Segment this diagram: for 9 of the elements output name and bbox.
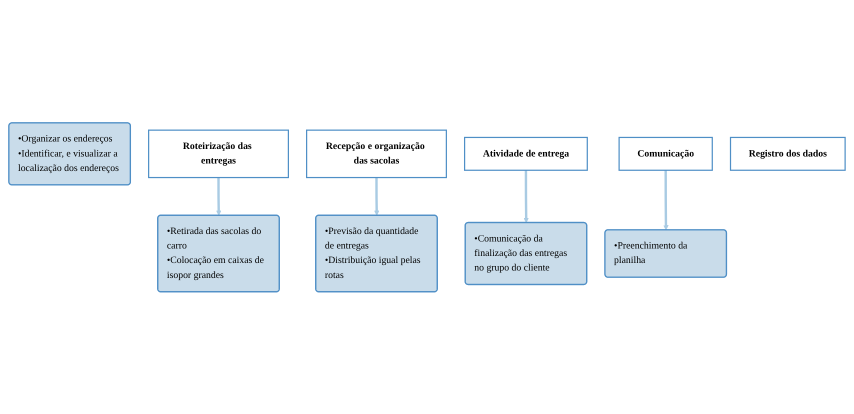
- arrow: [524, 170, 529, 223]
- arrow: [216, 177, 222, 216]
- node-box: Registro dos dados: [730, 136, 846, 171]
- node-box: Atividade de entrega: [464, 136, 588, 171]
- arrow: [374, 177, 380, 216]
- node-box: Roteirização das entregas: [148, 129, 289, 178]
- node-box: Comunicação: [618, 136, 713, 171]
- node-box: Recepção e organização das sacolas: [306, 129, 447, 178]
- arrow: [663, 170, 669, 230]
